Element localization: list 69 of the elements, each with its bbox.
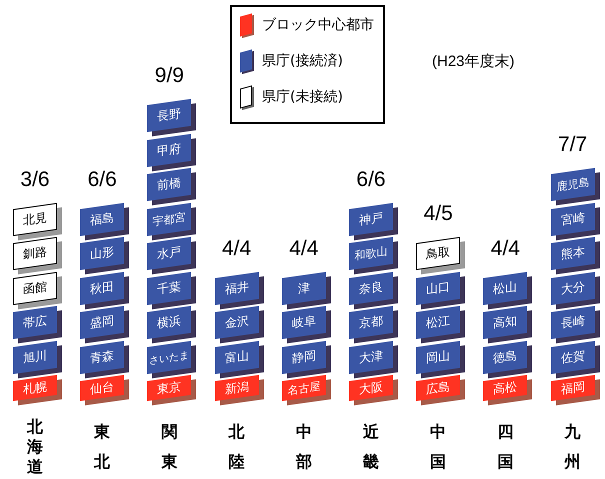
region-label: 近畿 <box>362 421 380 473</box>
count-label: 7/7 <box>556 133 588 157</box>
legend-text: 県庁(未接続) <box>262 88 343 106</box>
center-city-block: 東京 <box>147 374 192 402</box>
connected-office-block: 奈良 <box>349 271 393 305</box>
region-label: 九州 <box>564 421 582 473</box>
connected-office-block: 前橋 <box>147 168 192 202</box>
region-label: 関東 <box>160 421 178 473</box>
connected-office-block: 大分 <box>550 271 595 305</box>
center-city-block: 高松 <box>483 374 528 402</box>
connected-office-block: 松江 <box>416 306 460 340</box>
connected-office-block: 京都 <box>349 306 393 340</box>
connected-office-block: 松山 <box>483 271 528 305</box>
connected-office-block: 宇都宮 <box>147 202 192 236</box>
connected-office-block: 盛岡 <box>80 306 124 340</box>
connected-office-block: 旭川 <box>13 340 57 374</box>
connected-office-block: 横浜 <box>147 306 192 340</box>
region-label: 中部 <box>294 421 313 473</box>
connected-office-block: 山形 <box>80 236 124 270</box>
connected-office-block: 福井 <box>214 271 259 305</box>
connected-office-block: 熊本 <box>550 236 595 270</box>
connected-office-block: 鹿児島 <box>550 168 595 202</box>
connected-office-block: 神戸 <box>349 202 393 236</box>
connected-office-block: 青森 <box>80 340 124 374</box>
center-city-block: 新潟 <box>214 374 259 402</box>
connected-office-block: 岡山 <box>416 340 460 374</box>
count-label: 6/6 <box>86 168 118 192</box>
connected-office-block: さいたま <box>147 340 192 374</box>
connected-office-block: 山口 <box>416 271 460 305</box>
center-city-block: 大阪 <box>349 374 393 402</box>
connected-office-block: 高知 <box>483 306 528 340</box>
connected-office-block: 和歌山 <box>349 236 393 270</box>
count-label: 4/4 <box>490 236 521 260</box>
center-city-block: 名古屋 <box>282 374 326 402</box>
connected-office-block: 水戸 <box>147 236 192 270</box>
connected-office-block: 福島 <box>80 202 124 236</box>
center-city-block: 広島 <box>416 374 460 402</box>
region-label: 四国 <box>496 421 514 473</box>
note-text: (H23年度末) <box>432 52 515 71</box>
connected-office-block: 長崎 <box>550 306 595 340</box>
count-label: 6/6 <box>355 168 387 192</box>
connected-office-block: 静岡 <box>282 340 326 374</box>
center-city-block: 仙台 <box>80 374 124 402</box>
count-label: 9/9 <box>154 64 185 88</box>
connected-office-block: 徳島 <box>483 340 528 374</box>
connected-office-block: 岐阜 <box>282 306 326 340</box>
connected-office-block: 千葉 <box>147 271 192 305</box>
connected-office-block: 秋田 <box>80 271 124 305</box>
legend-text: ブロック中心都市 <box>262 16 374 34</box>
connected-office-block: 宮崎 <box>550 202 595 236</box>
count-label: 4/4 <box>220 236 252 260</box>
connected-office-block: 金沢 <box>214 306 259 340</box>
connected-office-block: 甲府 <box>147 133 192 167</box>
region-label: 北海道 <box>26 417 44 477</box>
center-city-block: 福岡 <box>550 374 595 402</box>
count-label: 4/5 <box>422 202 454 226</box>
connected-office-block: 長野 <box>147 98 192 132</box>
center-city-block: 札幌 <box>13 374 57 402</box>
connected-office-block: 帯広 <box>13 306 57 340</box>
connected-office-block: 津 <box>282 271 326 305</box>
connected-office-block: 富山 <box>214 340 259 374</box>
legend-text: 県庁(接続済) <box>262 52 343 70</box>
connected-office-block: 佐賀 <box>550 340 595 374</box>
count-label: 4/4 <box>288 236 320 260</box>
region-label: 中国 <box>429 421 448 473</box>
region-label: 北陸 <box>228 421 246 473</box>
count-label: 3/6 <box>19 168 51 192</box>
connected-office-block: 大津 <box>349 340 393 374</box>
region-label: 東北 <box>93 421 112 473</box>
